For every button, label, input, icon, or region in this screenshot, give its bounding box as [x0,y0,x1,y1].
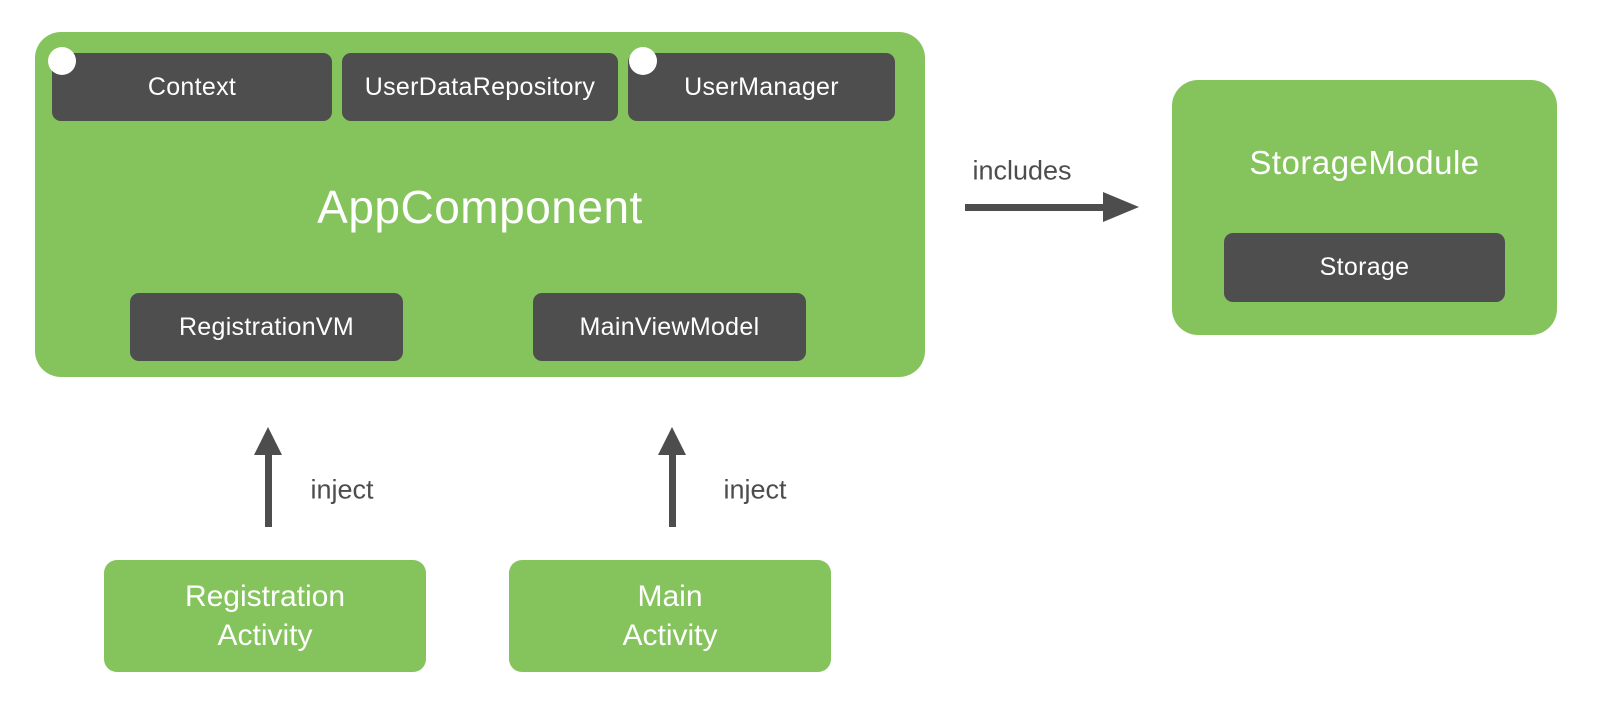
includes-arrow-head-icon [1103,192,1139,222]
context-box: Context [52,53,332,121]
inject-registration-edge-label: inject [310,474,374,505]
scope-indicator-user-manager-icon [629,47,657,75]
registration-activity-label-line1: Registration [184,580,346,613]
user-manager-box: UserManager [628,53,895,121]
inject-main-edge-label: inject [723,474,787,505]
inject-main-arrow-head-icon [658,427,686,455]
inject-registration-arrow-head-icon [254,427,282,455]
user-data-repository-box: UserDataRepository [342,53,618,121]
main-activity-box: Main Activity [509,560,831,672]
registration-activity-box: Registration Activity [104,560,426,672]
main-activity-label-line1: Main [637,580,703,613]
registration-activity-label-line2: Activity [217,619,313,652]
includes-arrow-shaft [965,204,1105,211]
scope-indicator-context-icon [48,47,76,75]
inject-registration-arrow-shaft [265,453,272,527]
storage-module-box: StorageModule Storage [1172,80,1557,335]
storage-module-title: StorageModule [1249,144,1480,181]
inject-main-arrow-shaft [669,453,676,527]
registration-vm-box: RegistrationVM [130,293,403,361]
app-component-box: Context UserDataRepository UserManager A… [35,32,925,377]
includes-edge-label: includes [972,155,1072,186]
main-view-model-box: MainViewModel [533,293,806,361]
storage-box: Storage [1224,233,1505,302]
app-component-title: AppComponent [317,181,643,233]
main-activity-label-line2: Activity [622,619,718,652]
